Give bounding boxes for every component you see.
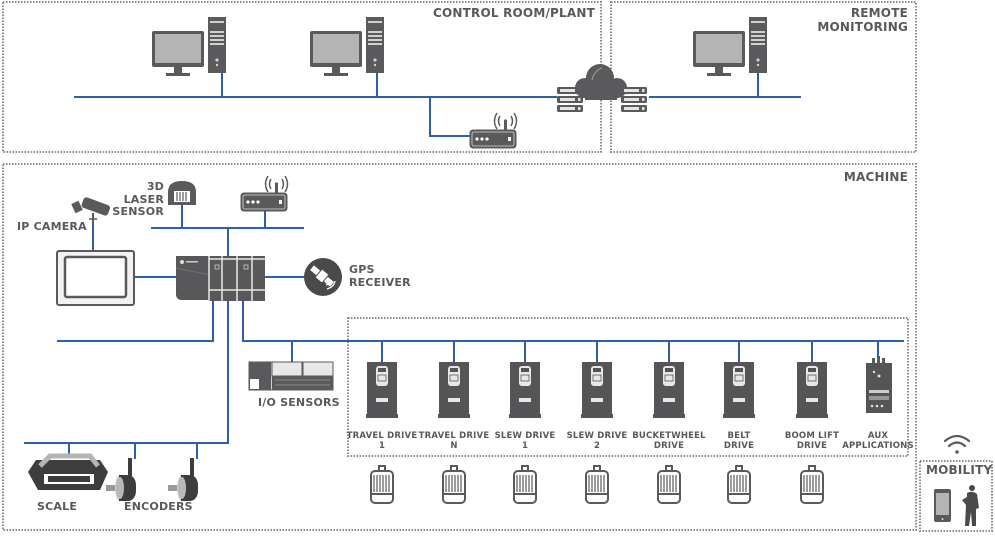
io-module-icon[interactable] — [248, 361, 334, 391]
motor-icon — [727, 465, 751, 504]
device-label-scale: SCALE — [37, 500, 78, 513]
drive-label: BUCKETWHEEL DRIVE — [632, 431, 706, 451]
aux-module-icon[interactable] — [866, 356, 892, 413]
desktop-computer-icon[interactable] — [152, 17, 226, 76]
desktop-computer-icon[interactable] — [310, 17, 384, 76]
person-icon — [962, 485, 979, 526]
device-label-io-sensors: I/O SENSORS — [258, 396, 340, 409]
security-camera-icon[interactable] — [71, 197, 111, 225]
router-icon[interactable] — [240, 175, 289, 212]
vfd-drive-icon[interactable] — [722, 361, 756, 419]
vfd-drive-icon[interactable] — [365, 361, 399, 419]
drive-label: BELT DRIVE — [723, 431, 755, 451]
device-label-ip-camera: IP CAMERA — [17, 220, 87, 233]
device-label-gps: GPS RECEIVER — [349, 263, 411, 289]
vfd-drive-icon[interactable] — [652, 361, 686, 419]
motor-icon — [442, 465, 466, 504]
server-icon[interactable] — [621, 87, 647, 112]
plc-controller-icon[interactable] — [175, 256, 265, 301]
hmi-panel-icon[interactable] — [56, 250, 135, 306]
vfd-drive-icon[interactable] — [437, 361, 471, 419]
drive-label: SLEW DRIVE 1 — [494, 431, 556, 451]
zone-label-machine: MACHINE — [843, 170, 908, 184]
encoder-icon[interactable] — [168, 458, 198, 501]
network-line-left-bus — [57, 299, 214, 342]
motor-icon — [657, 465, 681, 504]
drive-label: SLEW DRIVE 2 — [566, 431, 628, 451]
zone-label-control-room: CONTROL ROOM/PLANT — [432, 6, 595, 20]
vfd-drive-icon[interactable] — [580, 361, 614, 419]
satellite-icon[interactable] — [304, 258, 342, 296]
device-label-encoders: ENCODERS — [124, 500, 193, 513]
desktop-computer-icon[interactable] — [693, 17, 767, 76]
laser-sensor-icon[interactable] — [168, 181, 196, 205]
vfd-drive-icon[interactable] — [795, 361, 829, 419]
drive-label: AUX APPLICATIONS — [842, 431, 914, 451]
router-icon[interactable] — [469, 112, 518, 149]
motor-icon — [800, 465, 824, 504]
network-line-router — [429, 96, 473, 137]
zone-mobility — [919, 460, 993, 532]
smartphone-icon[interactable] — [934, 489, 951, 522]
vfd-drive-icon[interactable] — [508, 361, 542, 419]
encoder-icon[interactable] — [106, 458, 136, 501]
network-line-drive-bus — [242, 299, 904, 342]
network-line-field-bus — [24, 299, 229, 444]
motor-icon — [370, 465, 394, 504]
motor-icon — [513, 465, 537, 504]
conveyor-scale-icon[interactable] — [28, 453, 108, 490]
zone-drives-group — [347, 317, 909, 457]
zone-label-mobility: MOBILITY — [926, 463, 993, 477]
drive-label: TRAVEL DRIVE 1 — [346, 431, 418, 451]
motor-icon — [585, 465, 609, 504]
zone-label-remote-monitoring: REMOTE MONITORING — [817, 6, 908, 34]
device-label-laser-sensor: 3D LASER SENSOR — [112, 180, 164, 219]
wifi-icon — [943, 434, 971, 454]
zone-machine — [2, 163, 917, 531]
cloud-icon — [575, 64, 627, 100]
drive-label: TRAVEL DRIVE N — [418, 431, 490, 451]
drive-label: BOOM LIFT DRIVE — [784, 431, 840, 451]
